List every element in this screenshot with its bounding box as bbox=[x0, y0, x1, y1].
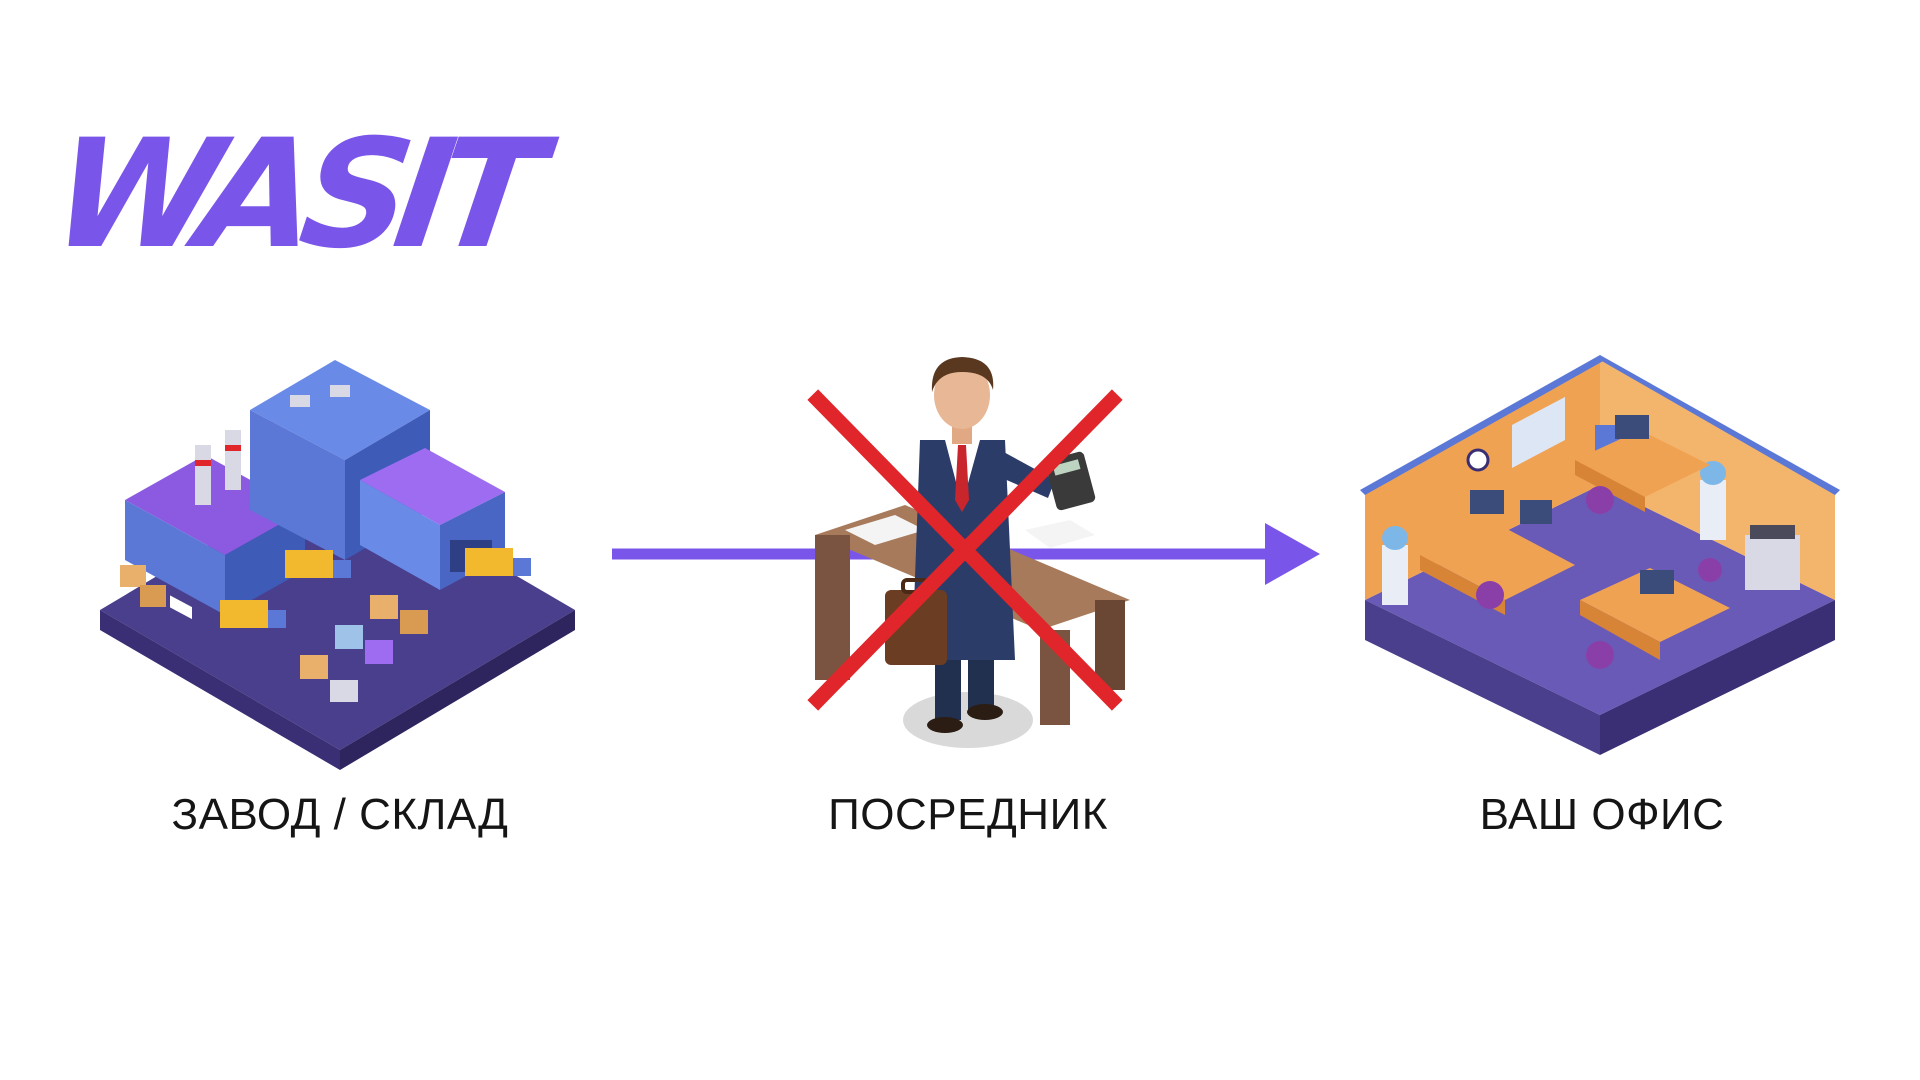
middleman-caption: ПОСРЕДНИК bbox=[708, 790, 1228, 840]
factory-warehouse-caption: ЗАВОД / СКЛАД bbox=[80, 790, 600, 840]
truck-icon bbox=[465, 548, 531, 576]
office-caption: ВАШ ОФИС bbox=[1342, 790, 1862, 840]
office-room-icon bbox=[1360, 355, 1840, 755]
factory-warehouse-icon bbox=[100, 360, 575, 770]
